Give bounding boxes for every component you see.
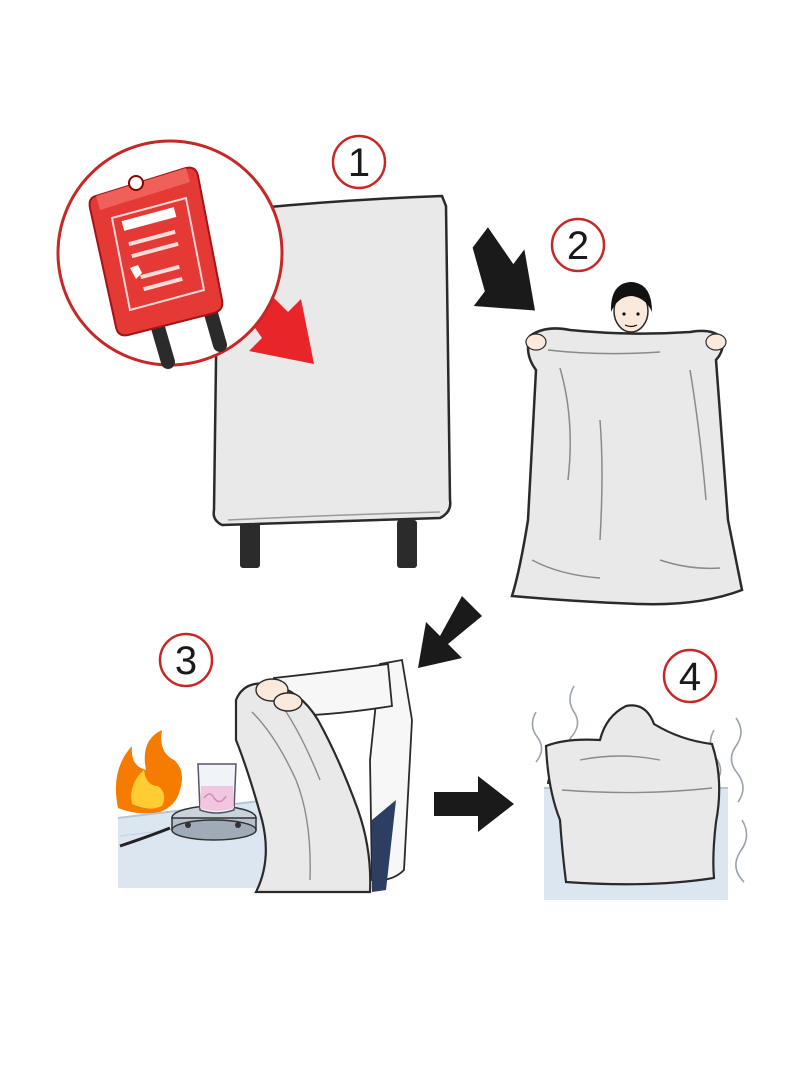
person-holding-blanket-icon <box>510 282 744 606</box>
step-4-badge: 4 <box>662 648 718 704</box>
arrow-icon <box>434 776 514 832</box>
fire-blanket-package-icon <box>56 139 284 369</box>
step-3-badge: 3 <box>158 632 214 688</box>
covered-fire-blanket-icon <box>544 704 721 886</box>
hot-plate-icon <box>119 805 257 848</box>
step-3: 3 <box>115 632 413 894</box>
step-1-number: 1 <box>348 141 370 185</box>
step-2-badge: 2 <box>550 217 606 273</box>
step-1-badge: 1 <box>331 134 387 190</box>
step-3-number: 3 <box>175 639 197 683</box>
fire-icon <box>115 730 182 814</box>
person-with-blanket <box>234 658 413 894</box>
beaker-icon <box>197 763 237 814</box>
step-4-number: 4 <box>679 655 701 699</box>
step-2: 2 <box>510 217 744 606</box>
step-1: 1 <box>56 134 452 568</box>
step-4: 4 <box>531 648 748 900</box>
arrow-icon <box>472 227 535 311</box>
arrow-icon <box>418 596 482 668</box>
step-2-number: 2 <box>567 224 589 268</box>
